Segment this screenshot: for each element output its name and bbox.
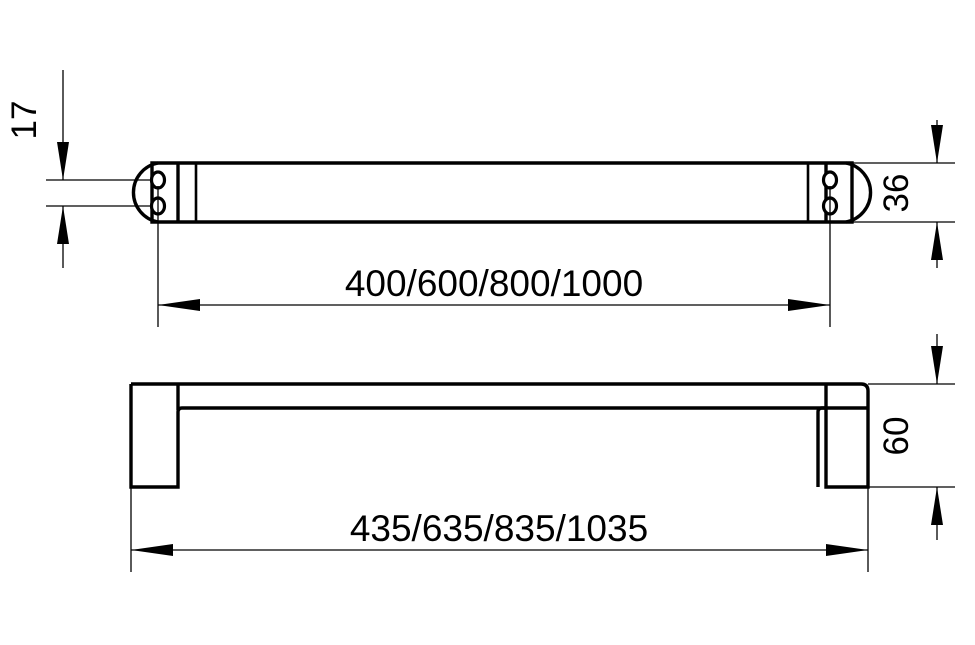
dim-36-arrow-lower [931,222,943,260]
mounting-hole-upper-left [149,170,167,190]
dimension-center-distance-group: 400/600/800/1000 [157,186,831,327]
rail-body-outline [150,161,854,224]
dim-60-arrow-upper [931,346,943,384]
dimension-overall-length-group: 435/635/835/1035 [130,487,869,572]
dim-length-arrow-right [788,299,830,311]
dim-36-label: 36 [877,174,916,213]
dim-overall-arrow-left [131,544,173,556]
bracket-right-step [816,406,826,487]
rail-profile-upper-and-right-foot [131,382,870,489]
dim-60-arrow-lower [931,487,943,525]
dim-17-label: 17 [5,101,44,140]
dim-length-arrow-left [158,299,200,311]
dim-36-arrow-upper [931,125,943,163]
dim-overall-arrow-right [826,544,868,556]
dimension-17-group: 17 [5,70,152,268]
dimension-36-group: 36 [852,120,955,268]
dim-center-distance-label: 400/600/800/1000 [345,263,643,304]
dim-overall-length-label: 435/635/835/1035 [350,508,648,549]
dim-60-label: 60 [877,417,916,456]
dimension-60-group: 60 [868,334,955,540]
dim-17-arrow-upper [57,142,69,180]
end-cap-right-nose [845,161,873,224]
side-view-group [129,382,870,489]
top-view-group [131,161,873,224]
dim-17-arrow-lower [57,206,69,244]
mounting-hole-upper-right [821,170,839,190]
end-cap-left-nose [131,161,159,224]
bracket-foot-left-and-lower-edge [129,384,868,489]
